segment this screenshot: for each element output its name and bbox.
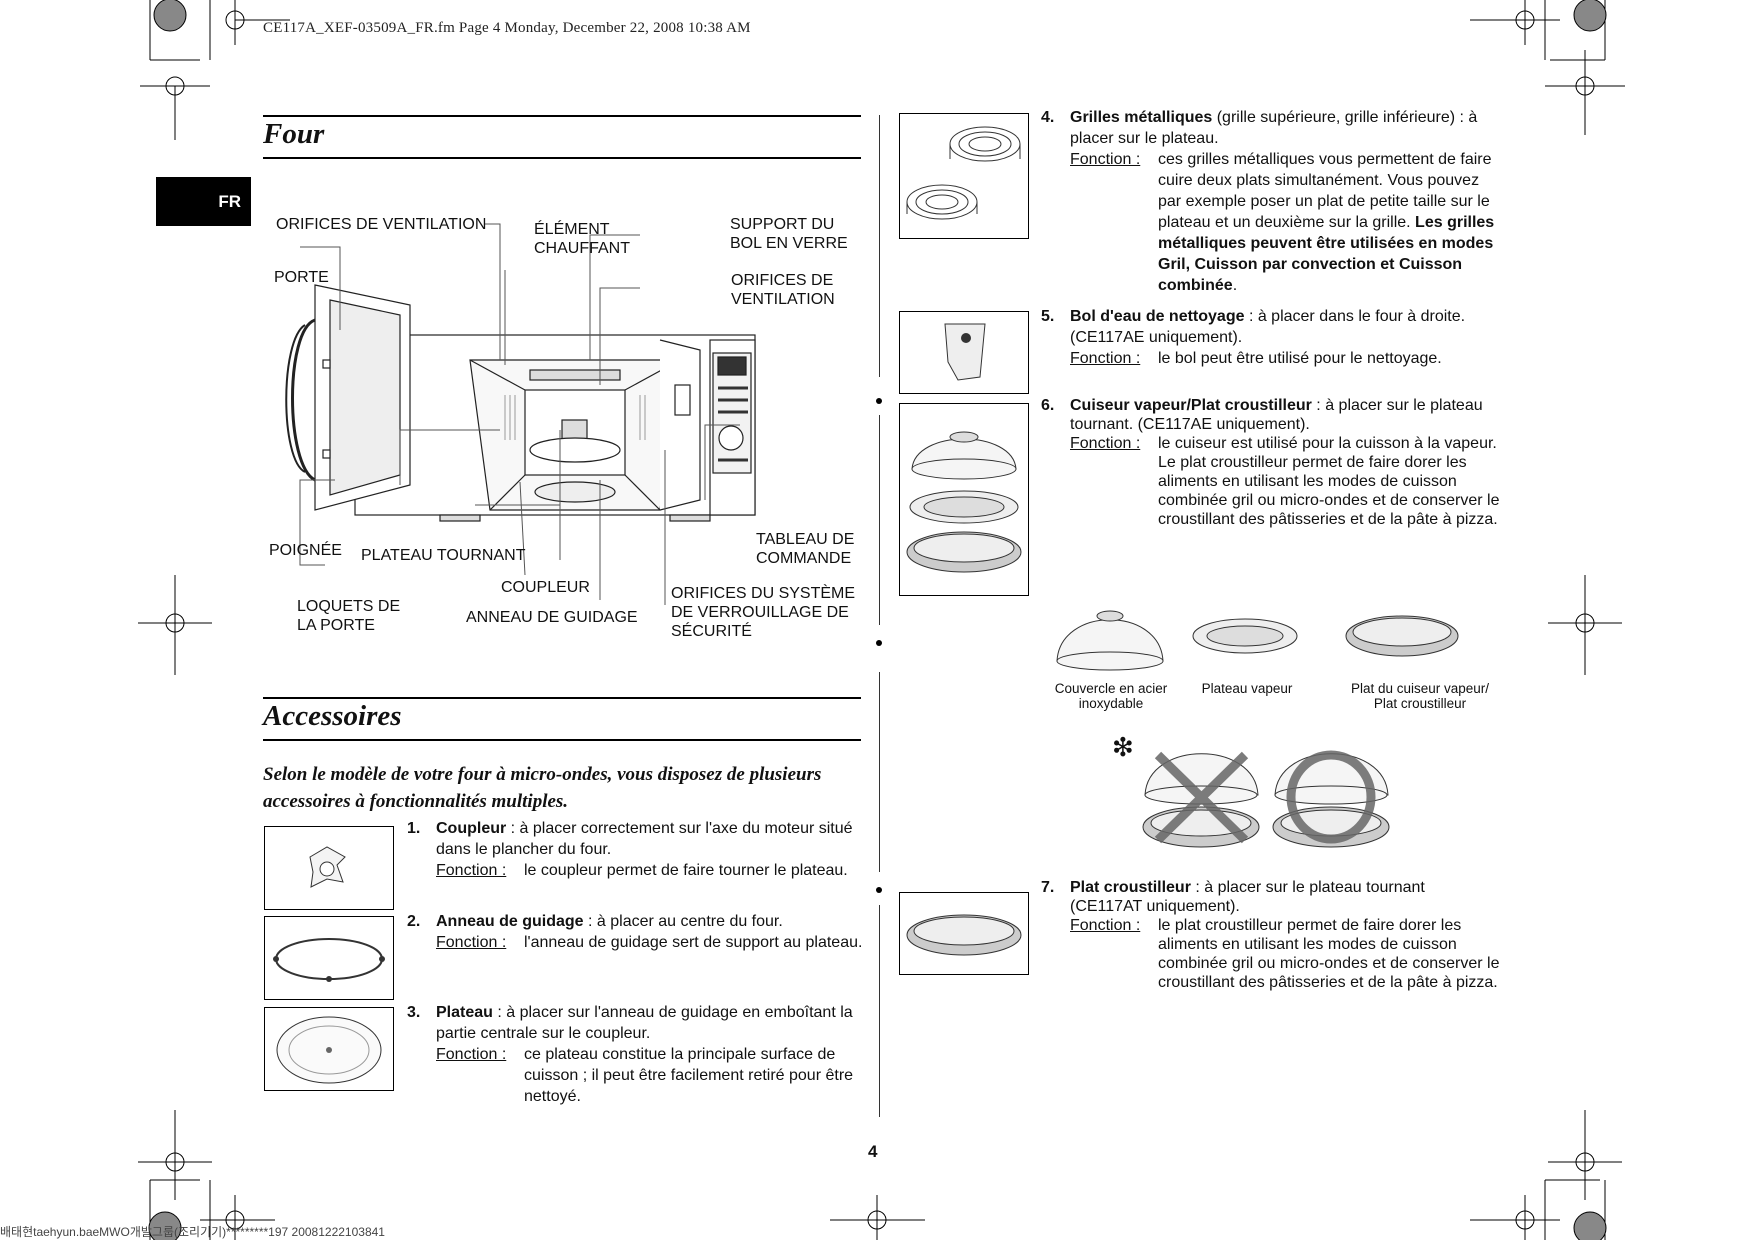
wire-racks-image <box>899 113 1029 239</box>
accessory-item-4: 4. Grilles métalliques (grille supérieur… <box>1041 109 1495 294</box>
caption-crusty-plate: Plat du cuiseur vapeur/ Plat croustilleu… <box>1350 681 1490 711</box>
turntable-image <box>264 1007 394 1091</box>
caption-lid: Couvercle en acier inoxydable <box>1054 681 1168 711</box>
label-control-panel: TABLEAU DE COMMANDE <box>756 531 855 567</box>
footer-stamp: 배태현taehyun.baeMWO개발그룹(조리기기)*********197 … <box>0 1225 385 1239</box>
title-rule-bottom-accessoires <box>263 739 861 741</box>
label-vents-top: ORIFICES DE VENTILATION <box>276 216 487 233</box>
note-symbol: ❇ <box>1112 732 1134 762</box>
accessory-item-5: 5. Bol d'eau de nettoyage : à placer dan… <box>1041 308 1466 367</box>
label-turntable: PLATEAU TOURNANT <box>361 547 526 564</box>
accessory-item-2: 2. Anneau de guidage : à placer au centr… <box>407 913 863 951</box>
oven-diagram <box>285 223 756 605</box>
title-rule-bottom <box>263 157 861 159</box>
language-tab: FR <box>156 177 251 226</box>
label-door-latches: LOQUETS DE LA PORTE <box>297 598 401 634</box>
column-separator <box>879 415 880 625</box>
steamer-parts-illustration <box>1056 610 1459 671</box>
title-rule-top-accessoires <box>263 697 861 699</box>
label-roller-ring: ANNEAU DE GUIDAGE <box>466 609 638 626</box>
file-header: CE117A_XEF-03509A_FR.fm Page 4 Monday, D… <box>263 20 751 36</box>
page-number: 4 <box>868 1142 878 1161</box>
separator-dot <box>876 398 882 404</box>
column-separator <box>879 905 880 1117</box>
label-vents-right: ORIFICES DE VENTILATION <box>731 272 835 308</box>
coupler-image <box>264 826 394 910</box>
label-safety-holes: ORIFICES DU SYSTÈME DE VERROUILLAGE DE S… <box>671 585 856 640</box>
label-coupler: COUPLEUR <box>501 579 590 596</box>
title-rule-top <box>263 115 861 117</box>
crusty-plate-image <box>899 892 1029 975</box>
label-handle: POIGNÉE <box>269 542 342 559</box>
separator-dot <box>876 640 882 646</box>
accessory-item-3: 3. Plateau : à placer sur l'anneau de gu… <box>407 1004 854 1105</box>
accessories-intro: Selon le modèle de votre four à micro-on… <box>263 764 822 812</box>
caption-steam-plate: Plateau vapeur <box>1201 681 1293 696</box>
label-glass-tray-support: SUPPORT DU BOL EN VERRE <box>730 216 848 252</box>
accessory-item-6: 6. Cuiseur vapeur/Plat croustilleur : à … <box>1041 397 1500 528</box>
section-title-accessoires: Accessoires <box>263 700 402 732</box>
cleaning-bowl-image <box>899 311 1029 394</box>
separator-dot <box>876 887 882 893</box>
label-door: PORTE <box>274 269 329 286</box>
column-separator <box>879 672 880 872</box>
section-title-four: Four <box>263 118 325 150</box>
accessory-item-1: 1. Coupleur : à placer correctement sur … <box>407 820 853 879</box>
column-separator <box>879 115 880 377</box>
steamer-image <box>899 403 1029 596</box>
roller-ring-image <box>264 916 394 1000</box>
accessory-item-7: 7. Plat croustilleur : à placer sur le p… <box>1041 879 1500 991</box>
stacking-do-dont-illustration <box>1142 750 1390 848</box>
label-heating-element: ÉLÉMENT CHAUFFANT <box>534 221 630 257</box>
